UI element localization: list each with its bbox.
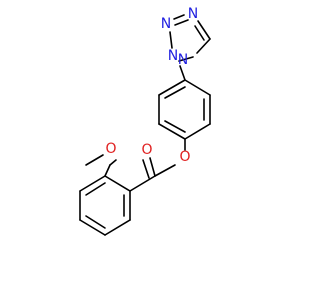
bond-bz-4-5 <box>79 219 106 236</box>
bond-carbonyl-o-double <box>142 159 150 179</box>
bond-c5-n4 <box>197 20 211 40</box>
bond-ph-3-4 <box>184 123 211 140</box>
bond-c5-n4-double <box>194 25 205 41</box>
bond-oester-carbonyl <box>154 164 176 177</box>
bond-bz-2-3-double <box>85 182 106 196</box>
bond-bz-5-6 <box>104 219 131 236</box>
bond-carbonyl-benzene <box>129 175 156 192</box>
atom-label-o-ester: O <box>179 149 190 165</box>
bond-bz-4-5-double <box>85 215 106 229</box>
bond-n4-n3 <box>173 14 185 20</box>
chemical-structure-diagram: N N N N O O O <box>0 0 300 300</box>
bond-ph-6-1-double <box>164 86 186 99</box>
bond-ph-6-1 <box>158 79 186 96</box>
atom-label-n1: N <box>178 52 188 68</box>
bond-bz-2-3 <box>79 175 106 192</box>
bond-ph-4-5 <box>158 123 186 140</box>
phenylene-ring <box>158 79 211 140</box>
bond-bz-omethoxy <box>104 164 111 177</box>
bond-n4-n3-double <box>174 19 189 26</box>
atom-label-n3: N <box>161 16 171 32</box>
bond-bz-1-2 <box>104 175 131 192</box>
bond-bz-omethoxy-cont <box>109 159 117 166</box>
bond-omethoxy-methyl <box>85 154 104 166</box>
atom-label-o-methoxy: O <box>105 141 116 157</box>
bond-n1-phenylene <box>179 65 186 81</box>
bond-carbonyl-o <box>149 157 156 177</box>
bond-n2-n1 <box>178 56 194 62</box>
atom-label-n4: N <box>188 6 198 22</box>
tetrazole-ring <box>169 14 211 62</box>
bond-n3-n2 <box>169 31 173 49</box>
atom-label-n2: N <box>168 48 178 64</box>
canvas-background <box>0 0 300 300</box>
anisole-ring <box>79 175 131 236</box>
bond-ph-1-2 <box>184 79 211 96</box>
bond-n1-c5 <box>196 38 211 54</box>
atom-label-o-carbonyl: O <box>141 142 152 158</box>
bond-ph-4-5-double <box>164 120 186 133</box>
